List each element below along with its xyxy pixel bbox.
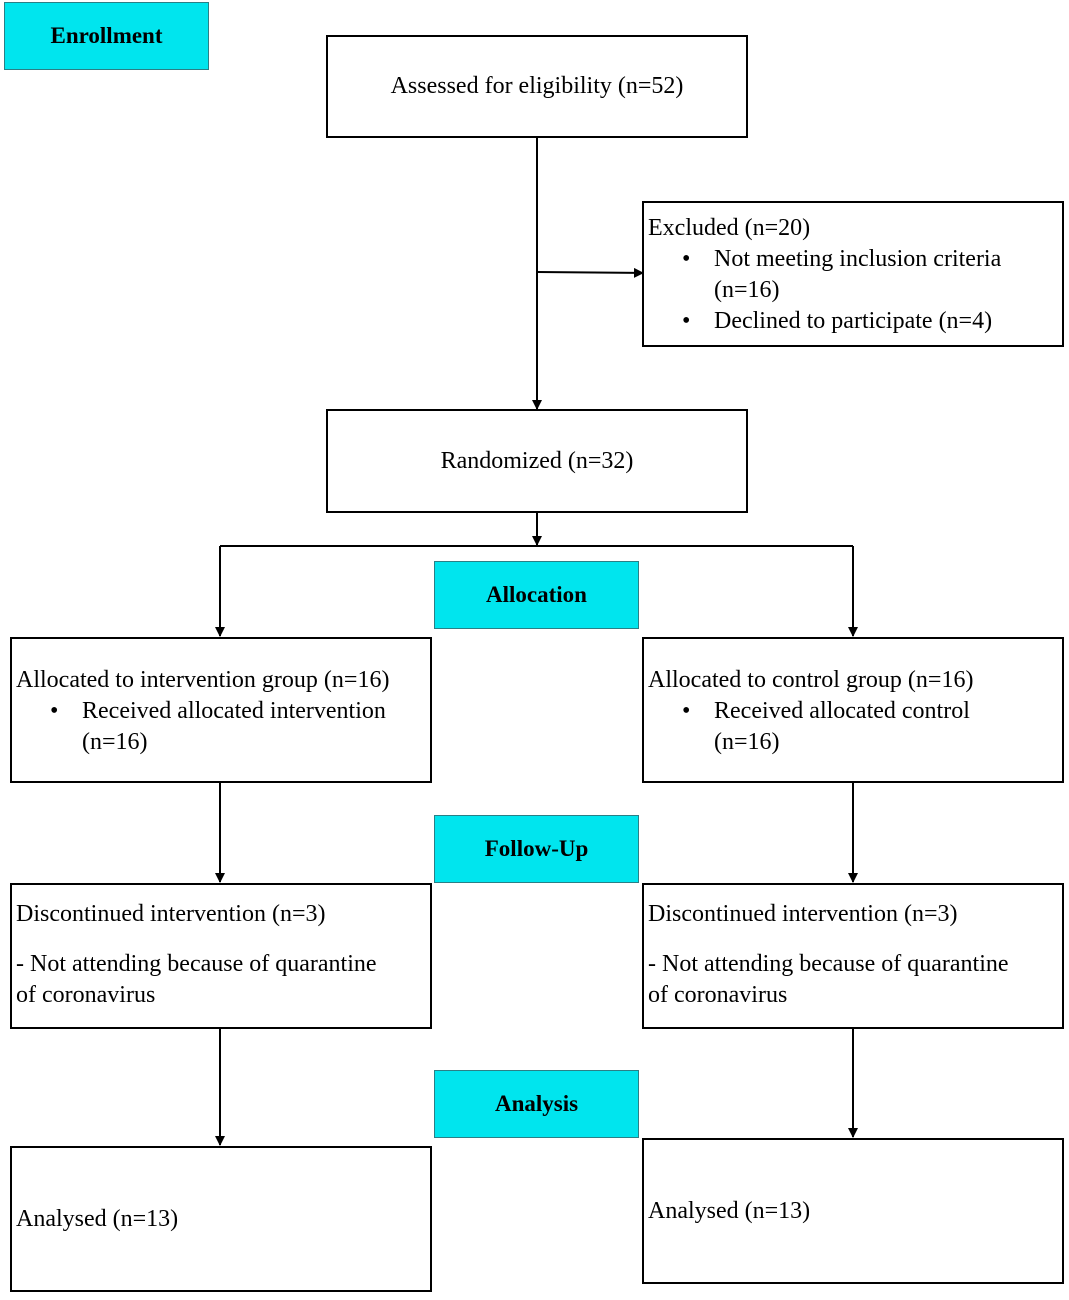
control-allocated-item: • Received allocated control (n=16) [644, 696, 1062, 758]
intervention-followup-box: Discontinued intervention (n=3) - Not at… [10, 883, 432, 1029]
excluded-reasons-list: • Not meeting inclusion criteria (n=16) … [644, 244, 1062, 337]
control-followup-title: Discontinued intervention (n=3) [648, 901, 958, 927]
stage-follow-up: Follow-Up [434, 815, 639, 883]
control-allocated-item-count: (n=16) [714, 729, 780, 755]
stage-enrollment: Enrollment [4, 2, 209, 70]
assessed-text: Assessed for eligibility (n=52) [390, 73, 684, 99]
excluded-title: Excluded (n=20) [648, 215, 811, 241]
excluded-reason-text: Declined to participate (n=4) [714, 308, 993, 334]
stage-analysis: Analysis [434, 1070, 639, 1138]
excluded-reason-item: • Declined to participate (n=4) [644, 306, 1062, 337]
intervention-followup-reason: - Not attending because of quarantine of… [12, 949, 430, 1011]
intervention-followup-reason-line1: - Not attending because of quarantine [16, 951, 377, 977]
intervention-allocated-title: Allocated to intervention group (n=16) [16, 667, 390, 693]
stage-allocation-label: Allocation [486, 582, 587, 607]
intervention-followup-title: Discontinued intervention (n=3) [16, 901, 326, 927]
control-followup-reason-line2: of coronavirus [648, 982, 788, 1008]
control-allocated-list: • Received allocated control (n=16) [644, 696, 1062, 758]
randomized-box: Randomized (n=32) [326, 409, 748, 513]
stage-follow-up-label: Follow-Up [484, 836, 589, 861]
intervention-allocated-item: • Received allocated intervention (n=16) [12, 696, 430, 758]
control-allocated-title: Allocated to control group (n=16) [648, 667, 974, 693]
intervention-allocated-item-text: Received allocated intervention [82, 698, 386, 724]
bullet-icon: • [682, 308, 691, 334]
bullet-icon: • [682, 246, 691, 272]
stage-allocation: Allocation [434, 561, 639, 629]
excluded-reason-item: • Not meeting inclusion criteria (n=16) [644, 244, 1062, 306]
stage-enrollment-label: Enrollment [50, 23, 163, 48]
intervention-followup-reason-line2: of coronavirus [16, 982, 156, 1008]
excluded-reason-count: (n=16) [714, 277, 780, 303]
intervention-allocated-item-count: (n=16) [82, 729, 148, 755]
arrow-to-excluded [536, 267, 644, 278]
intervention-analysed-box: Analysed (n=13) [10, 1146, 432, 1292]
excluded-box: Excluded (n=20) • Not meeting inclusion … [642, 201, 1064, 347]
control-followup-reason: - Not attending because of quarantine of… [644, 949, 1062, 1011]
randomized-text: Randomized (n=32) [440, 447, 634, 474]
bullet-icon: • [50, 698, 59, 724]
bullet-icon: • [682, 698, 691, 724]
control-allocated-item-text: Received allocated control [714, 698, 970, 724]
control-analysed-text: Analysed (n=13) [648, 1197, 811, 1224]
control-followup-box: Discontinued intervention (n=3) - Not at… [642, 883, 1064, 1029]
control-analysed-box: Analysed (n=13) [642, 1138, 1064, 1284]
intervention-analysed-text: Analysed (n=13) [16, 1205, 179, 1232]
control-followup-reason-line1: - Not attending because of quarantine [648, 951, 1009, 977]
control-allocated-box: Allocated to control group (n=16) • Rece… [642, 637, 1064, 783]
stage-analysis-label: Analysis [494, 1091, 579, 1116]
excluded-reason-text: Not meeting inclusion criteria [714, 246, 1002, 272]
intervention-allocated-box: Allocated to intervention group (n=16) •… [10, 637, 432, 783]
assessed-box: Assessed for eligibility (n=52) [326, 35, 748, 138]
intervention-allocated-list: • Received allocated intervention (n=16) [12, 696, 430, 758]
